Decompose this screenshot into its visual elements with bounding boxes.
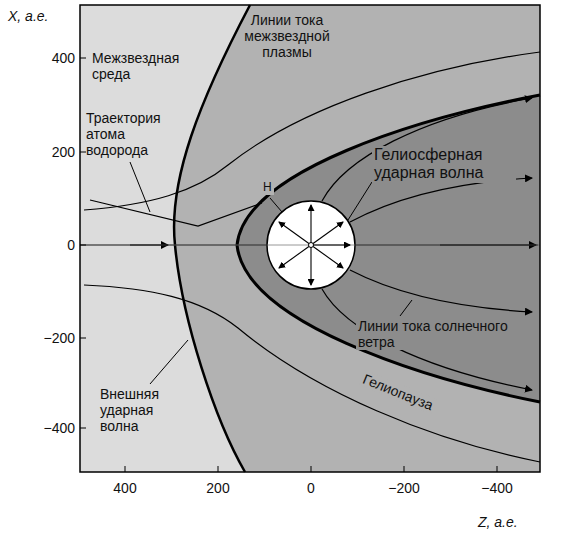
- tick-label: 0: [307, 480, 315, 496]
- callout-label: Линии тока солнечного ветра: [356, 318, 520, 350]
- tick-label: −200: [388, 480, 420, 496]
- callout-label: Внешняя ударная волна: [100, 386, 190, 434]
- tick-label: −400: [481, 480, 513, 496]
- callout-label: Траектория атома водорода: [86, 110, 176, 158]
- atom-label: H: [261, 181, 274, 195]
- tick-label: −200: [43, 330, 75, 346]
- region-label: Межзвездная среда: [92, 50, 192, 82]
- tick-label: −400: [43, 420, 75, 436]
- tick-label: 200: [52, 144, 75, 160]
- tick-label: 0: [67, 237, 75, 253]
- tick-label: 400: [113, 480, 136, 496]
- callout-label: Гелиосферная ударная волна: [372, 146, 516, 183]
- tick-label: 400: [52, 50, 75, 66]
- axis-title: Z, а.е.: [478, 514, 518, 530]
- tick-label: 200: [206, 480, 229, 496]
- axis-title: X, а.е.: [8, 8, 48, 24]
- callout-label: Линии тока межзвездной плазмы: [232, 12, 342, 60]
